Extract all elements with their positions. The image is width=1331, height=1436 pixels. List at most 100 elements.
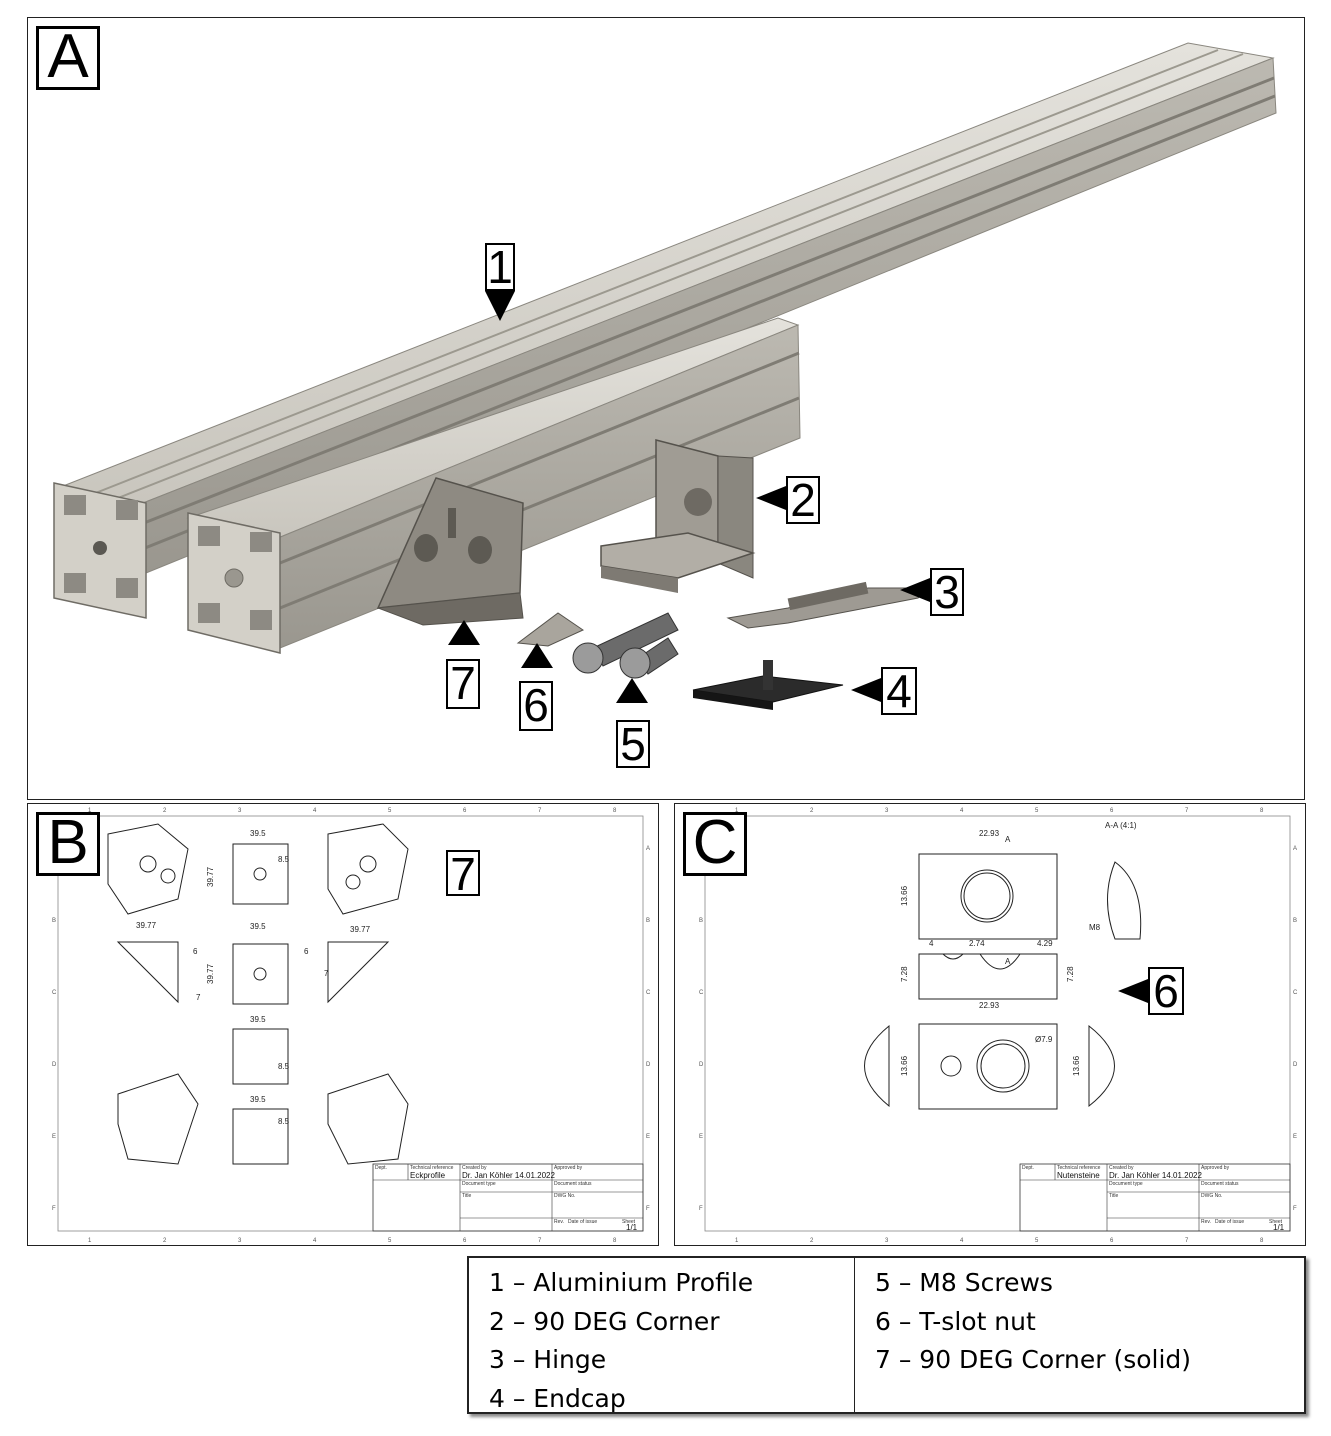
grid-col-label: 5 <box>1035 1238 1039 1244</box>
dimension-label: A <box>1005 957 1011 966</box>
tb-sheet-label: Sheet <box>1269 1219 1283 1225</box>
dimension-label: 8.5 <box>278 1117 290 1126</box>
grid-col-label: 5 <box>1035 808 1039 814</box>
dimension-label: 39.77 <box>136 921 157 930</box>
endcap-part <box>692 660 844 710</box>
tb-title-label: Title <box>462 1193 471 1199</box>
grid-col-label: 3 <box>238 808 242 814</box>
tslot-nut-part <box>516 612 585 647</box>
tb-dept-label: Dept. <box>375 1165 387 1171</box>
tb-created-label: Created by <box>462 1165 487 1171</box>
tb-created: Dr. Jan Köhler 14.01.2022 <box>462 1171 556 1180</box>
grid-col-label: 1 <box>735 1238 739 1244</box>
panel-a-letter: A <box>36 26 100 90</box>
dimension-label: 22.93 <box>979 1001 1000 1010</box>
panel-c-letter: C <box>683 812 747 876</box>
grid-row-label: D <box>646 1062 651 1068</box>
tb-created-label: Created by <box>1109 1165 1134 1171</box>
dimension-label: 13.66 <box>1072 1055 1081 1076</box>
grid-col-label: 8 <box>1260 808 1264 814</box>
legend-table: 1 – Aluminium Profile 2 – 90 DEG Corner … <box>467 1256 1306 1414</box>
nut-views <box>864 853 1142 1110</box>
callout-c-6: 6 <box>1148 967 1184 1015</box>
tb-title-label: Title <box>1109 1193 1118 1199</box>
hinge-part <box>726 581 930 629</box>
callout-b-7: 7 <box>446 850 480 897</box>
grid-col-label: 8 <box>1260 1238 1264 1244</box>
tb-approved-label: Approved by <box>554 1165 583 1171</box>
legend-column-right: 5 – M8 Screws 6 – T-slot nut 7 – 90 DEG … <box>855 1258 1191 1412</box>
grid-row-label: F <box>699 1206 703 1212</box>
grid-col-label: 4 <box>960 808 964 814</box>
dimension-label: 39.5 <box>250 922 266 931</box>
legend-item: 3 – Hinge <box>489 1345 607 1374</box>
tb-rev-label: Rev. <box>1201 1219 1211 1225</box>
grid-row-label: B <box>52 918 56 924</box>
dimension-label: 2.74 <box>969 939 985 948</box>
grid-row-label: B <box>1293 918 1297 924</box>
legend-item: 1 – Aluminium Profile <box>489 1268 754 1297</box>
assembly-render <box>53 42 1277 710</box>
dimension-label: 22.93 <box>979 829 1000 838</box>
grid-row-label: E <box>1293 1134 1297 1140</box>
legend-item: 7 – 90 DEG Corner (solid) <box>875 1345 1192 1374</box>
grid-col-label: 5 <box>388 808 392 814</box>
tb-date-label: Date of issue <box>1215 1219 1244 1225</box>
tb-techref: Nutensteine <box>1057 1171 1100 1180</box>
dimension-label: 7 <box>196 993 201 1002</box>
dimension-label: 8.5 <box>278 855 290 864</box>
grid-row-label: E <box>699 1134 703 1140</box>
title-block: Dept. Technical reference Eckprofile Cre… <box>372 1163 644 1232</box>
drawing-nutensteine: 1 2 3 4 5 6 7 8 1 2 3 4 5 6 7 8 A B C D … <box>699 808 1298 1244</box>
grid-col-label: 7 <box>538 1238 542 1244</box>
callout-5: 5 <box>616 720 650 768</box>
callout-3: 3 <box>930 568 964 616</box>
grid-row-label: D <box>1293 1062 1298 1068</box>
callout-7: 7 <box>446 659 480 709</box>
grid-col-label: 2 <box>810 808 814 814</box>
legend-item: 4 – Endcap <box>489 1383 626 1413</box>
grid-col-label: 7 <box>538 808 542 814</box>
callout-4: 4 <box>881 667 917 715</box>
dimension-label: 4 <box>929 939 934 948</box>
grid-row-label: B <box>646 918 650 924</box>
corner-solid-part <box>376 477 524 626</box>
grid-row-label: C <box>52 990 57 996</box>
panel-c: 1 2 3 4 5 6 7 8 1 2 3 4 5 6 7 8 A B C D … <box>674 803 1306 1246</box>
grid-row-label: D <box>52 1062 57 1068</box>
grid-row-label: F <box>646 1206 650 1212</box>
tb-techref-label: Technical reference <box>1057 1165 1101 1171</box>
dimension-label: 7 <box>324 969 329 978</box>
dimension-label: Ø7.9 <box>1035 1035 1053 1044</box>
tb-doctype-label: Document type <box>1109 1181 1143 1187</box>
grid-col-label: 6 <box>463 1238 467 1244</box>
dimension-label: 13.66 <box>900 1055 909 1076</box>
callout-1: 1 <box>485 243 515 291</box>
grid-row-label: E <box>52 1134 56 1140</box>
tb-docstatus-label: Document status <box>554 1181 592 1187</box>
tb-sheet: 1/1 <box>1273 1223 1285 1232</box>
grid-row-label: C <box>646 990 651 996</box>
grid-col-label: 3 <box>885 1238 889 1244</box>
grid-col-label: 6 <box>1110 1238 1114 1244</box>
callout-arrows <box>448 291 930 703</box>
grid-col-label: 1 <box>88 808 92 814</box>
grid-col-label: 3 <box>238 1238 242 1244</box>
dimension-label: 39.77 <box>350 925 371 934</box>
grid-col-label: 5 <box>388 1238 392 1244</box>
grid-col-label: 7 <box>1185 1238 1189 1244</box>
dimension-label: 39.5 <box>250 1095 266 1104</box>
legend-item: 5 – M8 Screws <box>875 1268 1053 1297</box>
tb-techref: Eckprofile <box>410 1171 446 1180</box>
grid-col-label: 8 <box>613 1238 617 1244</box>
dimension-label: 7.28 <box>1066 966 1075 982</box>
grid-row-label: F <box>1293 1206 1297 1212</box>
dimension-label: 13.66 <box>900 885 909 906</box>
callout-arrow <box>1118 979 1148 1003</box>
grid-col-label: 6 <box>1110 808 1114 814</box>
grid-row-label: D <box>699 1062 704 1068</box>
legend-column-left: 1 – Aluminium Profile 2 – 90 DEG Corner … <box>469 1258 855 1413</box>
corner-90-part <box>600 439 756 593</box>
tb-dept-label: Dept. <box>1022 1165 1034 1171</box>
grid-row-label: C <box>1293 990 1298 996</box>
